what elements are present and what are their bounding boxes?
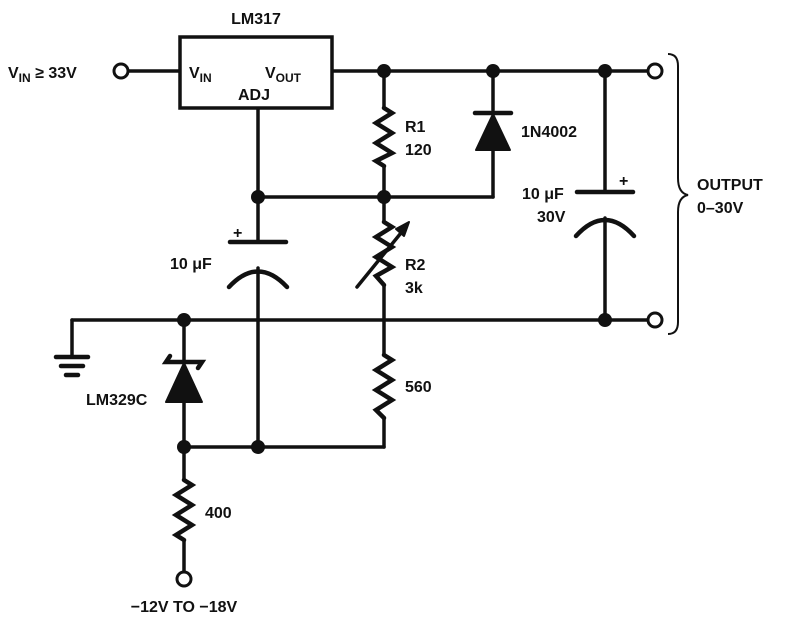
- resistor-r1: R1 120: [371, 105, 432, 169]
- junction-dot: [486, 64, 500, 78]
- resistor-560-value-label: 560: [405, 379, 432, 396]
- resistor-r1-zigzag: [371, 105, 397, 169]
- diode-1n4002: 1N4002: [472, 110, 577, 151]
- negative-supply-terminal: [175, 570, 193, 588]
- lm317-regulator: LM317 VIN VOUT ADJ: [178, 11, 334, 110]
- capacitor-output: + 10 μF 30V: [522, 173, 637, 239]
- cap-out-plate-curved: [573, 217, 637, 239]
- junction-dot: [598, 313, 612, 327]
- junction-dot: [598, 64, 612, 78]
- junction-dot: [251, 440, 265, 454]
- diode-triangle: [475, 113, 511, 151]
- cap-out-voltage-label: 30V: [537, 209, 566, 226]
- zener-lm329c: LM329C: [86, 353, 207, 409]
- ground-symbol: [53, 354, 91, 378]
- terminals: [112, 62, 664, 588]
- input-voltage-label: VIN ≥ 33V: [8, 65, 77, 85]
- junction-dot: [251, 190, 265, 204]
- resistor-400-zigzag: [171, 477, 197, 543]
- regulator-vin-label: VIN: [189, 65, 212, 85]
- r1-value-label: 120: [405, 142, 432, 159]
- r2-ref-label: R2: [405, 257, 426, 274]
- output-brace-path: [667, 53, 689, 335]
- wires: [70, 69, 650, 574]
- cap-adj-plus: +: [233, 225, 242, 242]
- r2-value-label: 3k: [405, 280, 423, 297]
- regulator-part-label: LM317: [231, 11, 281, 28]
- zener-triangle: [165, 362, 203, 403]
- regulator-body: [178, 35, 334, 110]
- junction-dot: [377, 190, 391, 204]
- diode-part-label: 1N4002: [521, 124, 577, 141]
- output-label-line1: OUTPUT: [697, 177, 763, 194]
- cap-out-plus: +: [619, 173, 628, 190]
- cap-out-value-label: 10 μF: [522, 186, 564, 203]
- zener-part-label: LM329C: [86, 392, 148, 409]
- output-terminal-negative: [646, 311, 664, 329]
- r2-adjust-arrowhead: [395, 221, 410, 237]
- output-terminal-positive: [646, 62, 664, 80]
- resistor-400-value-label: 400: [205, 505, 232, 522]
- r2-adjust-arrow-line: [355, 226, 407, 289]
- resistor-400: 400: [171, 477, 232, 543]
- junction-dot: [177, 440, 191, 454]
- r1-ref-label: R1: [405, 119, 426, 136]
- resistor-r2-variable: R2 3k: [355, 219, 426, 297]
- cap-adj-value-label: 10 μF: [170, 256, 212, 273]
- output-label-line2: 0–30V: [697, 200, 744, 217]
- resistor-560-zigzag: [371, 352, 397, 421]
- regulator-vout-label: VOUT: [265, 65, 302, 85]
- negative-supply-label: −12V TO −18V: [131, 599, 238, 616]
- resistor-560: 560: [371, 352, 432, 421]
- input-terminal: [112, 62, 130, 80]
- cap-adj-plate-curved: [226, 269, 290, 290]
- junction-dot: [377, 64, 391, 78]
- junction-dot: [177, 313, 191, 327]
- capacitor-adj: + 10 μF: [170, 225, 290, 290]
- junctions: [177, 64, 612, 454]
- output-brace: OUTPUT 0–30V: [667, 53, 763, 335]
- regulator-adj-label: ADJ: [238, 87, 270, 104]
